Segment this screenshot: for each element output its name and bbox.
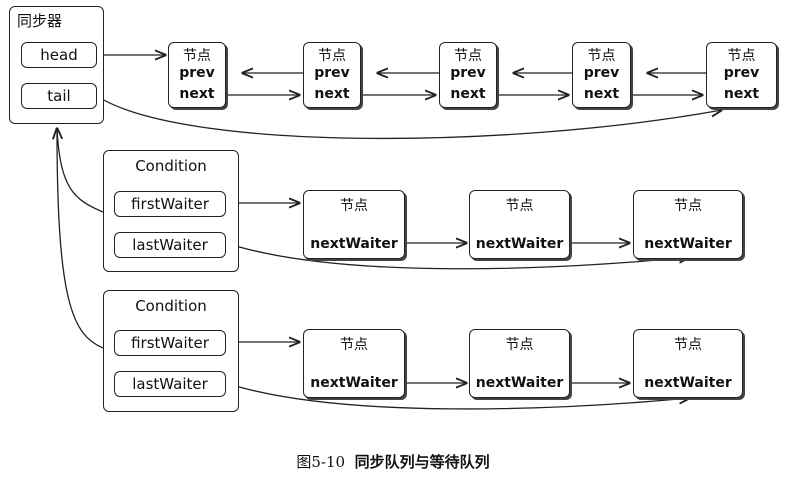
next-waiter-field: nextWaiter: [310, 236, 398, 252]
next-field: next: [450, 86, 486, 102]
next-field: next: [179, 86, 215, 102]
next-field: next: [314, 86, 350, 102]
last-waiter-field: lastWaiter: [114, 371, 226, 397]
waiter-node: 节点 nextWaiter: [633, 190, 743, 259]
prev-field: prev: [723, 65, 760, 81]
first-waiter-field: firstWaiter: [114, 191, 226, 217]
first-waiter-field: firstWaiter: [114, 330, 226, 356]
last-waiter-field: lastWaiter: [114, 232, 226, 258]
figure-number: 图5-10: [296, 453, 346, 471]
waiter-node: 节点 nextWaiter: [469, 329, 570, 398]
node-title: 节点: [674, 198, 702, 214]
next-field: next: [723, 86, 760, 102]
next-waiter-field: nextWaiter: [475, 236, 564, 252]
figure-caption: 图5-10 同步队列与等待队列: [0, 451, 786, 472]
node-title: 节点: [587, 48, 616, 64]
figure-title: 同步队列与等待队列: [354, 453, 490, 471]
waiter-node: 节点 nextWaiter: [303, 190, 405, 259]
prev-field: prev: [314, 65, 350, 81]
tail-arrow: [96, 95, 722, 140]
waiter-node: 节点 nextWaiter: [303, 329, 405, 398]
c2-last-arrow: [225, 382, 690, 410]
condition-title: Condition: [135, 297, 207, 315]
node-title: 节点: [340, 198, 368, 214]
prev-field: prev: [583, 65, 620, 81]
prev-field: prev: [450, 65, 486, 81]
node-title: 节点: [340, 337, 368, 353]
sync-node: 节点 prev next: [439, 42, 497, 108]
node-title: 节点: [183, 48, 211, 64]
node-title: 节点: [318, 48, 346, 64]
next-waiter-field: nextWaiter: [644, 236, 732, 252]
waiter-node: 节点 nextWaiter: [469, 190, 570, 259]
node-title: 节点: [674, 337, 702, 353]
sync-node: 节点 prev next: [168, 42, 226, 108]
node-title: 节点: [727, 48, 756, 64]
node-title: 节点: [454, 48, 482, 64]
synchronizer-title: 同步器: [17, 12, 63, 30]
waiter-node: 节点 nextWaiter: [633, 329, 743, 398]
c2-to-sync-arrow: [56, 129, 104, 349]
next-waiter-field: nextWaiter: [310, 375, 398, 391]
next-field: next: [583, 86, 620, 102]
node-title: 节点: [505, 198, 534, 214]
condition-title: Condition: [135, 157, 207, 175]
next-waiter-field: nextWaiter: [475, 375, 564, 391]
sync-node: 节点 prev next: [706, 42, 777, 108]
next-waiter-field: nextWaiter: [644, 375, 732, 391]
c1-to-sync-arrow: [57, 128, 104, 213]
prev-field: prev: [179, 65, 215, 81]
c1-last-arrow: [225, 242, 690, 270]
node-title: 节点: [505, 337, 534, 353]
head-field: head: [21, 42, 97, 68]
tail-field: tail: [21, 83, 97, 109]
sync-node: 节点 prev next: [572, 42, 631, 108]
sync-node: 节点 prev next: [303, 42, 361, 108]
